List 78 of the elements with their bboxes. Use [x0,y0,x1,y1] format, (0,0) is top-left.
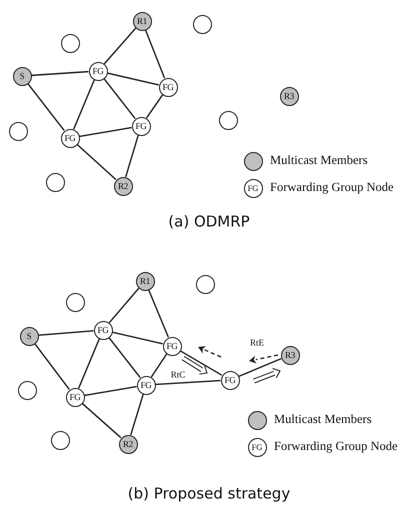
node-circle [114,176,132,196]
node-circle [280,86,298,106]
connector-line [150,354,168,378]
connector-line [144,30,166,78]
node-label: R3 [284,92,294,100]
empty-node-circle [18,380,36,400]
node-circle [132,12,152,30]
connector-line [125,134,139,178]
node-label: FG [224,376,236,384]
connector-line [112,331,163,345]
legend-symbol-label: FG [248,184,258,192]
connector-line [79,126,132,138]
empty-node-circle [50,430,70,450]
legend-symbol-label: FG [252,442,262,452]
node-circle [88,62,108,80]
node-circle [60,128,80,148]
connector-line [82,402,122,438]
node-circle [220,370,240,390]
node-label: R2 [118,182,128,190]
node-label: S [20,72,24,80]
node-label: S [26,332,32,340]
node-label: FG [162,82,174,92]
node-label: FG [70,392,80,402]
node-label: R1 [140,276,150,286]
connector-line [84,386,137,396]
legend-text: Forwarding Group Node [270,180,394,195]
node-label: R1 [137,16,147,26]
empty-node-circle [218,110,238,130]
legend-text: Multicast Members [270,153,368,168]
connector-line [130,394,144,436]
connector-line [76,144,116,180]
empty-node-circle [46,172,64,192]
node-circle [66,388,84,406]
connector-line [31,70,89,76]
node-circle [118,434,138,454]
legend-text: Multicast Members [274,412,372,427]
arrow-label: RtE [250,338,264,348]
connector-line [238,358,282,377]
figure-caption: (b) Proposed strategy [128,486,290,502]
empty-node-circle [60,34,80,52]
node-label: FG [98,326,108,334]
connector-line [148,290,169,338]
connector-line [78,338,100,388]
node-label: FG [140,380,152,390]
node-label: R3 [285,350,295,360]
connector-line [108,337,141,378]
node-circle [94,320,112,340]
node-label: R2 [123,440,133,448]
figure-caption: (a) ODMRP [168,214,250,230]
arrow-label: RtC [170,370,186,380]
node-circle [12,66,32,86]
node-label: FG [136,122,146,130]
empty-node-circle [196,274,214,294]
empty-node-circle [8,122,28,140]
connector-line [155,380,221,386]
node-circle [136,376,156,394]
node-circle [280,346,300,364]
node-circle [158,78,178,96]
node-circle [20,326,38,346]
connector-line [180,350,222,376]
connector-line [107,72,159,86]
node-label: FG [64,134,76,142]
node-label: FG [166,342,178,350]
connector-line [108,288,140,324]
connector-line [27,83,65,131]
empty-node-circle [66,292,84,312]
legend-text: Forwarding Group Node [274,439,398,454]
connector-line [73,80,95,130]
empty-node-circle [192,14,212,34]
connector-line [104,28,136,64]
node-circle [132,116,150,136]
connector-line [38,330,94,336]
connector-line [103,78,136,119]
connector-line [34,343,70,390]
connector-line [146,94,164,119]
node-circle [162,336,182,356]
node-label: FG [92,66,104,76]
node-circle [136,272,154,290]
